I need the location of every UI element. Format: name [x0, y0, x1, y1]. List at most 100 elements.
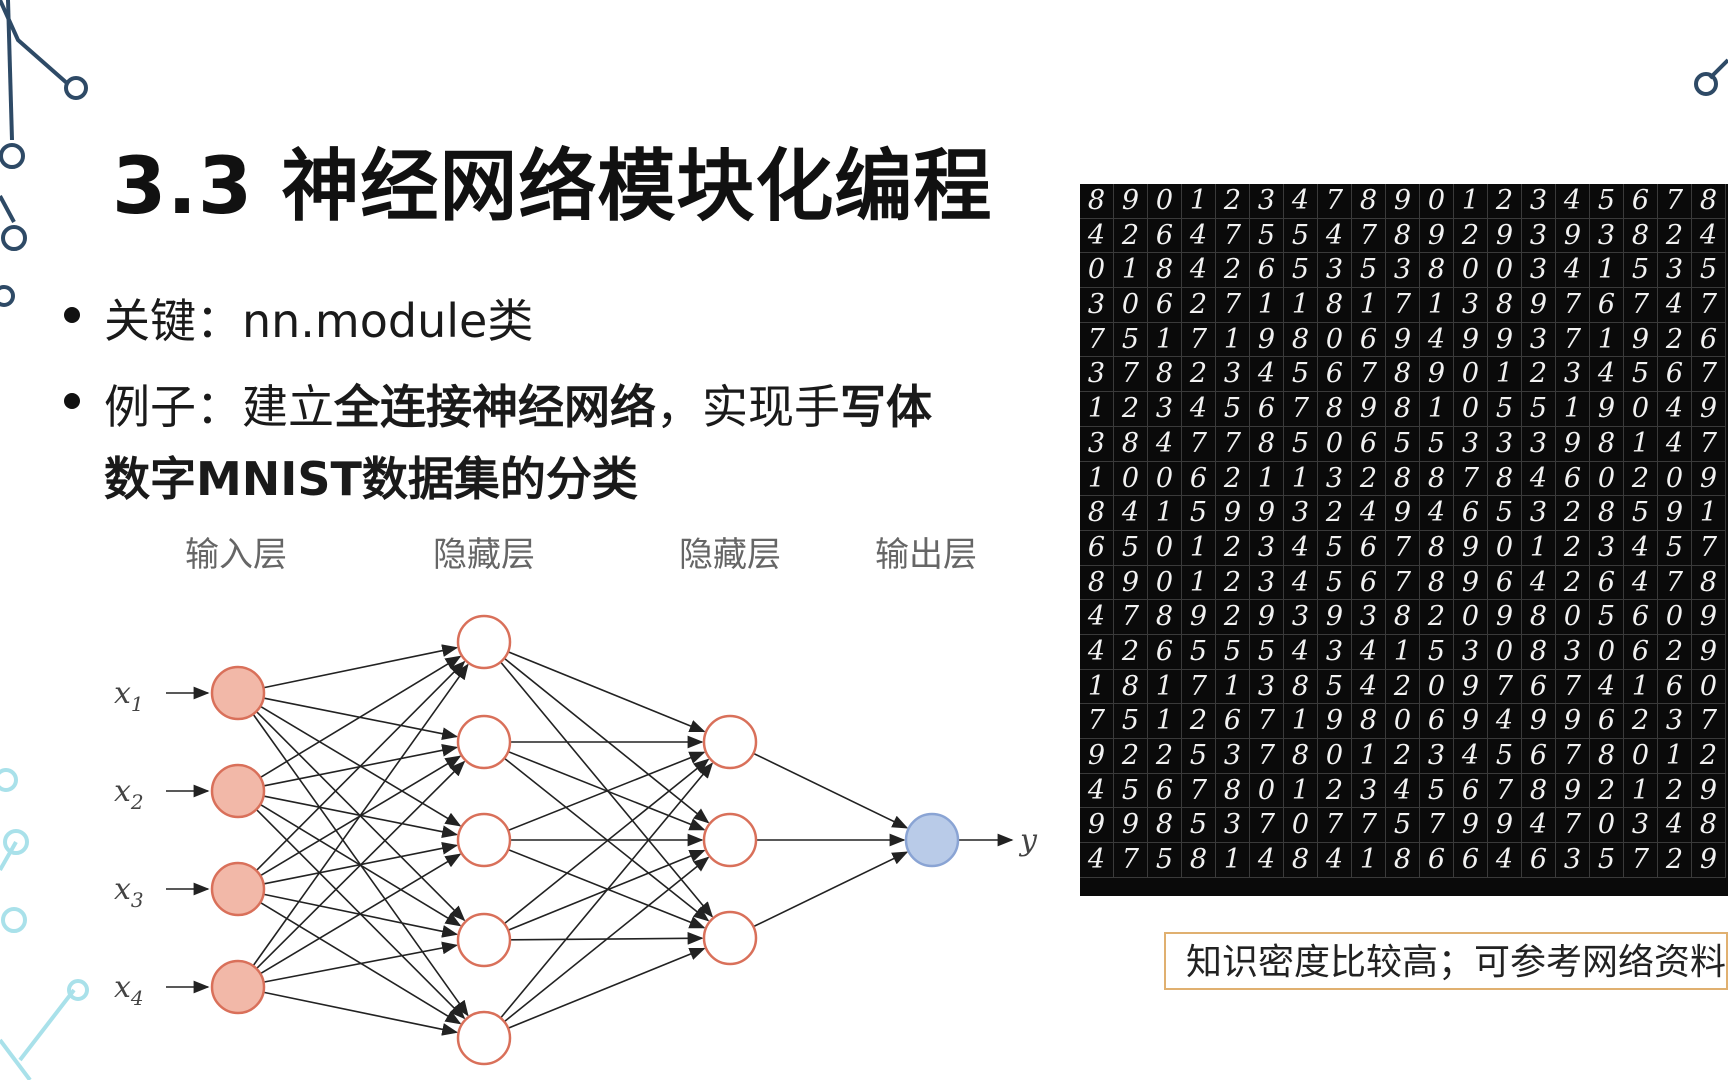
mnist-digit: 3	[1080, 288, 1114, 323]
mnist-digit: 0	[1658, 600, 1692, 635]
mnist-digit: 7	[1692, 288, 1726, 323]
mnist-digit: 9	[1386, 322, 1420, 358]
mnist-digit: 4	[1658, 426, 1692, 462]
mnist-digit: 8	[1080, 184, 1114, 219]
mnist-digit: 4	[1284, 184, 1318, 219]
output-label: y	[1018, 823, 1038, 858]
mnist-digit: 3	[1658, 253, 1692, 289]
network-edge	[503, 758, 710, 925]
mnist-digit: 6	[1148, 773, 1182, 809]
mnist-digit: 7	[1352, 357, 1386, 393]
mnist-digit: 5	[1114, 704, 1148, 739]
mnist-digit: 4	[1658, 808, 1692, 844]
mnist-digit: 5	[1216, 634, 1250, 670]
mnist-digit: 2	[1182, 288, 1216, 323]
mnist-digit: 6	[1590, 565, 1624, 601]
mnist-digit: 5	[1624, 496, 1658, 531]
note-box: 知识密度比较高；可参考网络资料	[1164, 932, 1728, 990]
mnist-digit: 2	[1590, 773, 1624, 809]
mnist-digit: 2	[1386, 669, 1420, 705]
mnist-digit: 2	[1522, 357, 1556, 393]
mnist-digit: 4	[1522, 461, 1556, 497]
mnist-digit: 3	[1522, 218, 1556, 254]
mnist-digit: 9	[1556, 218, 1590, 254]
mnist-digit: 0	[1420, 184, 1454, 219]
mnist-digit: 7	[1386, 288, 1420, 323]
mnist-digit: 0	[1624, 392, 1658, 427]
circuit-node	[1, 225, 27, 251]
mnist-digit: 5	[1488, 496, 1522, 531]
mnist-digit: 2	[1114, 739, 1148, 774]
mnist-digit: 3	[1080, 426, 1114, 462]
mnist-digit: 2	[1488, 184, 1522, 219]
mnist-digit: 5	[1114, 773, 1148, 809]
mnist-digit: 3	[1658, 704, 1692, 739]
mnist-digit: 5	[1386, 808, 1420, 844]
circuit-node	[64, 76, 88, 100]
mnist-digit: 6	[1352, 426, 1386, 462]
mnist-digit: 6	[1556, 461, 1590, 497]
mnist-digit: 7	[1692, 704, 1726, 739]
mnist-digit: 8	[1080, 565, 1114, 601]
mnist-digit: 4	[1182, 218, 1216, 254]
mnist-digit: 9	[1420, 357, 1454, 393]
mnist-digit: 8	[1318, 392, 1352, 427]
mnist-digit: 9	[1556, 773, 1590, 809]
mnist-digit: 7	[1182, 669, 1216, 705]
mnist-digit: 2	[1420, 600, 1454, 635]
hidden-node	[456, 912, 512, 968]
mnist-digit: 9	[1352, 392, 1386, 427]
mnist-digit: 9	[1454, 808, 1488, 844]
mnist-digit: 2	[1556, 496, 1590, 531]
mnist-digit: 2	[1658, 322, 1692, 358]
network-edge	[507, 848, 706, 929]
mnist-digit: 7	[1318, 184, 1352, 219]
mnist-digit: 4	[1114, 496, 1148, 531]
mnist-digit: 5	[1590, 843, 1624, 878]
input-label: x2	[114, 774, 144, 814]
mnist-digit: 8	[1522, 600, 1556, 635]
mnist-digit: 3	[1352, 600, 1386, 635]
mnist-digit: 4	[1556, 253, 1590, 289]
mnist-digit: 7	[1488, 773, 1522, 809]
mnist-digit: 5	[1692, 253, 1726, 289]
mnist-digit: 9	[1454, 530, 1488, 566]
mnist-digit: 2	[1114, 218, 1148, 254]
bullet-dot	[64, 306, 80, 323]
mnist-digit: 7	[1556, 808, 1590, 844]
mnist-digit: 8	[1420, 253, 1454, 289]
mnist-digit: 8	[1420, 530, 1454, 566]
mnist-digit: 1	[1420, 288, 1454, 323]
input-node	[210, 763, 266, 819]
mnist-digit: 5	[1216, 392, 1250, 427]
mnist-digit: 1	[1284, 288, 1318, 323]
circuit-node	[67, 979, 89, 1001]
mnist-digit: 9	[1522, 288, 1556, 323]
mnist-digit: 2	[1692, 739, 1726, 774]
mnist-digit: 8	[1386, 843, 1420, 878]
mnist-digit: 5	[1590, 600, 1624, 635]
mnist-digit: 6	[1454, 773, 1488, 809]
mnist-digit: 2	[1318, 773, 1352, 809]
mnist-digit: 0	[1148, 461, 1182, 497]
mnist-digit: 1	[1182, 184, 1216, 219]
mnist-digit: 7	[1114, 843, 1148, 878]
mnist-digit: 6	[1250, 253, 1284, 289]
mnist-digit: 4	[1284, 634, 1318, 670]
mnist-digit: 9	[1386, 496, 1420, 531]
layer-label-input: 输入层	[185, 535, 287, 575]
mnist-digit: 6	[1352, 565, 1386, 601]
mnist-digit: 8	[1284, 739, 1318, 774]
mnist-digit: 6	[1182, 461, 1216, 497]
mnist-digit: 9	[1488, 808, 1522, 844]
mnist-digit: 6	[1624, 184, 1658, 219]
mnist-digit: 4	[1624, 530, 1658, 566]
mnist-digit: 2	[1624, 704, 1658, 739]
bullet-key: 关键：nn.module类	[64, 288, 533, 354]
mnist-digit: 8	[1488, 461, 1522, 497]
bullet-example-line2: 数字MNIST数据集的分类	[104, 452, 638, 506]
hidden-node	[702, 812, 758, 868]
mnist-digit: 9	[1556, 704, 1590, 739]
mnist-digit: 6	[1658, 357, 1692, 393]
circuit-node	[1, 907, 27, 933]
